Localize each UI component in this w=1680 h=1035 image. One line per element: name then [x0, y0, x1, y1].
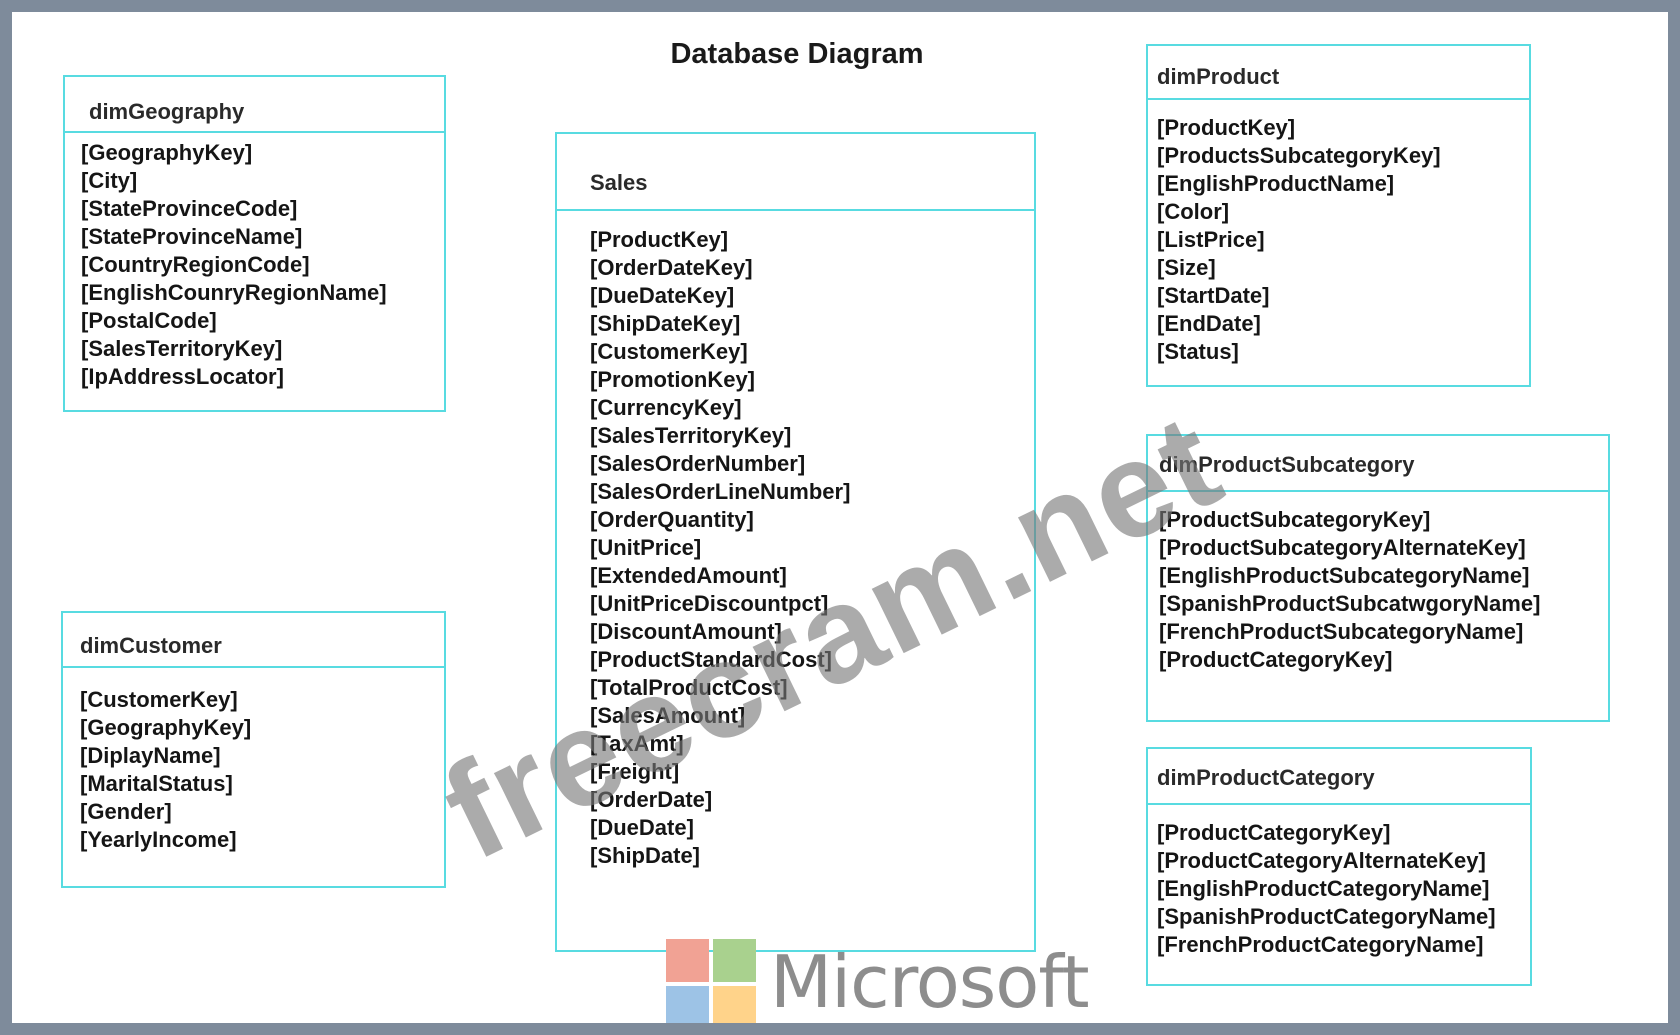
field-list: [GeographyKey] [City] [StateProvinceCode] […: [65, 133, 444, 391]
table-field: [Freight]: [590, 759, 680, 784]
logo-square-red: [666, 939, 709, 982]
table-field: [FrenchProductSubcategoryName]: [1159, 619, 1524, 644]
table-field: [MaritalStatus]: [80, 771, 233, 796]
logo-square-yellow: [713, 986, 756, 1023]
table-field: [EndDate]: [1157, 311, 1261, 336]
table-name: dimProductCategory: [1148, 749, 1530, 805]
table-field: [Gender]: [80, 799, 172, 824]
table-field: [DiplayName]: [80, 743, 221, 768]
field-list: [ProductCategoryKey] [ProductCategoryAlte…: [1148, 805, 1530, 959]
table-field: [TotalProductCost]: [590, 675, 788, 700]
table-field: [UnitPriceDiscountpct]: [590, 591, 829, 616]
table-field: [ProductSubcategoryKey]: [1159, 507, 1431, 532]
diagram-canvas: Database Diagram dimGeography [Geography…: [12, 12, 1668, 1023]
table-dimcustomer: dimCustomer [CustomerKey][GeographyKey][…: [61, 611, 446, 888]
table-field: [OrderDateKey]: [590, 255, 753, 280]
table-field: [DueDate]: [590, 815, 694, 840]
table-field: [PostalCode]: [81, 308, 217, 333]
logo-square-blue: [666, 986, 709, 1023]
table-field: [ProductStandardCost]: [590, 647, 832, 672]
table-field: [ProductCategoryAlternateKey]: [1157, 848, 1486, 873]
field-list: [ProductSubcategoryKey] [ProductSubcatego…: [1148, 492, 1608, 674]
table-field: [UnitPrice]: [590, 535, 702, 560]
table-field: [ExtendedAmount]: [590, 563, 787, 588]
table-name: Sales: [557, 134, 1034, 211]
table-field: [SalesTerritoryKey]: [590, 423, 792, 448]
table-name: dimProductSubcategory: [1148, 436, 1608, 492]
table-field: [YearlyIncome]: [80, 827, 237, 852]
table-field: [StateProvinceCode]: [81, 196, 298, 221]
table-field: [SalesTerritoryKey]: [81, 336, 283, 361]
field-list: [ProductKey] [OrderDateKey] [DueDateKey] [S…: [557, 211, 1034, 870]
table-field: [ListPrice]: [1157, 227, 1265, 252]
table-field: [CountryRegionCode]: [81, 252, 310, 277]
table-field: [ShipDate]: [590, 843, 700, 868]
diagram-title: Database Diagram: [670, 38, 924, 70]
table-field: [PromotionKey]: [590, 367, 755, 392]
table-field: [StartDate]: [1157, 283, 1270, 308]
table-dimproductcategory: dimProductCategory [ProductCategoryKey][…: [1146, 747, 1532, 986]
table-field: [DiscountAmount]: [590, 619, 782, 644]
table-field: [OrderQuantity]: [590, 507, 754, 532]
table-sales: Sales [ProductKey] [OrderDateKey] [DueDate…: [555, 132, 1036, 952]
table-field: [ProductSubcategoryAlternateKey]: [1159, 535, 1526, 560]
table-dimproductsubcategory: dimProductSubcategory [ProductSubcategor…: [1146, 434, 1610, 722]
table-field: [ProductsSubcategoryKey]: [1157, 143, 1441, 168]
table-name: dimProduct: [1148, 46, 1529, 100]
table-field: [CurrencyKey]: [590, 395, 742, 420]
table-field: [ProductCategoryKey]: [1159, 647, 1393, 672]
table-field: [ProductKey]: [1157, 115, 1296, 140]
table-field: [CustomerKey]: [80, 687, 238, 712]
table-field: [Size]: [1157, 255, 1216, 280]
field-list: [ProductKey] [ProductsSubcategoryKey] [Eng…: [1148, 100, 1529, 366]
table-field: [SalesOrderNumber]: [590, 451, 806, 476]
table-field: [Status]: [1157, 339, 1239, 364]
table-field: [GeographyKey]: [80, 715, 252, 740]
field-list: [CustomerKey] [GeographyKey] [DiplayName] […: [63, 668, 444, 854]
table-field: [EnglishProductName]: [1157, 171, 1395, 196]
table-dimproduct: dimProduct [ProductKey] [ProductsSubcateg…: [1146, 44, 1531, 387]
table-field: [SalesOrderLineNumber]: [590, 479, 851, 504]
table-dimgeography: dimGeography [GeographyKey] [City] [StateP…: [63, 75, 446, 412]
table-field: [OrderDate]: [590, 787, 713, 812]
table-field: [ShipDateKey]: [590, 311, 741, 336]
microsoft-wordmark: Microsoft: [770, 940, 1090, 1023]
table-field: [SpanishProductSubcatwgoryName]: [1159, 591, 1541, 616]
logo-square-green: [713, 939, 756, 982]
table-field: [EnglishCounryRegionName]: [81, 280, 387, 305]
table-field: [CustomerKey]: [590, 339, 748, 364]
table-field: [EnglishProductCategoryName]: [1157, 876, 1490, 901]
table-field: [StateProvinceName]: [81, 224, 303, 249]
table-field: [FrenchProductCategoryName]: [1157, 932, 1484, 957]
table-field: [ProductCategoryKey]: [1157, 820, 1391, 845]
table-field: [City]: [81, 168, 138, 193]
microsoft-logo-icon: [666, 939, 756, 1023]
table-field: [GeographyKey]: [81, 140, 253, 165]
table-field: [ProductKey]: [590, 227, 729, 252]
table-name: dimGeography: [65, 77, 444, 133]
table-field: [SpanishProductCategoryName]: [1157, 904, 1496, 929]
table-name: dimCustomer: [63, 613, 444, 668]
table-field: [SalesAmount]: [590, 703, 746, 728]
table-field: [Color]: [1157, 199, 1230, 224]
table-field: [IpAddressLocator]: [81, 364, 284, 389]
table-field: [DueDateKey]: [590, 283, 735, 308]
table-field: [EnglishProductSubcategoryName]: [1159, 563, 1530, 588]
table-field: [TaxAmt]: [590, 731, 684, 756]
